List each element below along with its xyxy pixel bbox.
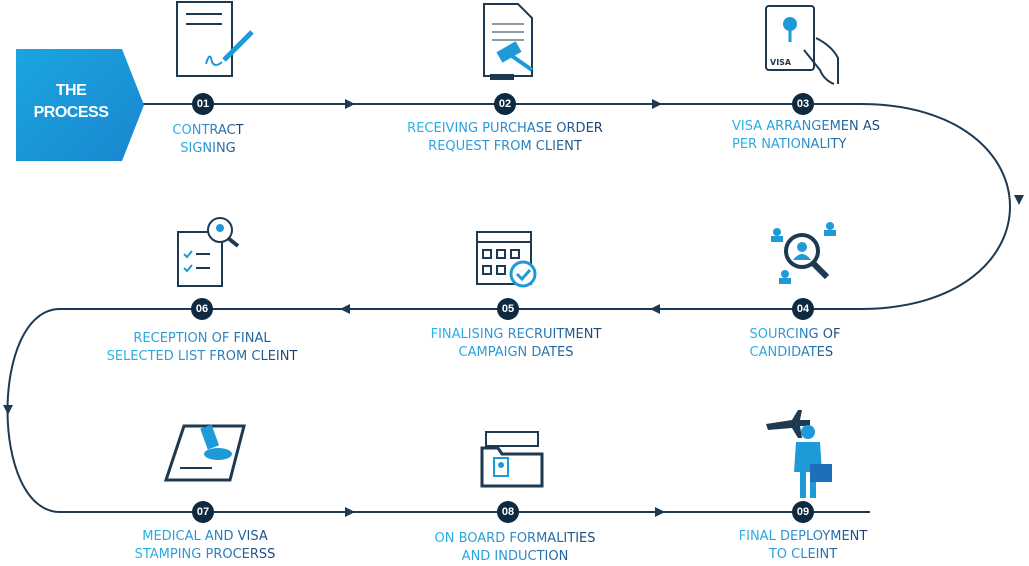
- arrow-right: [345, 507, 355, 517]
- step-number-09: 09: [792, 501, 814, 523]
- checklist-search-icon: [177, 217, 240, 287]
- step-number-05: 05: [497, 298, 519, 320]
- step-number-06: 06: [191, 298, 213, 320]
- arrow-down: [1014, 195, 1024, 205]
- passport-stamp-icon: [163, 424, 246, 482]
- arrow-right: [655, 507, 665, 517]
- contract-sign-icon: [176, 1, 254, 77]
- arrow-left: [340, 304, 350, 314]
- arrow-right: [345, 99, 355, 109]
- arrow-left: [650, 304, 660, 314]
- svg-text:VISA: VISA: [770, 58, 792, 67]
- step-number-02: 02: [494, 93, 516, 115]
- traveler-airplane-icon: [766, 410, 832, 498]
- visa-card-hand-icon: VISA: [765, 5, 839, 85]
- step-number-08: 08: [497, 501, 519, 523]
- document-gavel-icon: [483, 3, 534, 80]
- step-number-07: 07: [192, 501, 214, 523]
- arrow-right: [652, 99, 662, 109]
- arrow-down: [3, 405, 13, 415]
- candidate-search-icon: [771, 222, 836, 284]
- step-number-03: 03: [792, 93, 814, 115]
- process-banner: [16, 49, 144, 161]
- step-number-01: 01: [192, 93, 214, 115]
- step-number-04: 04: [792, 298, 814, 320]
- folder-documents-icon: [480, 431, 544, 488]
- calendar-check-icon: [476, 231, 537, 288]
